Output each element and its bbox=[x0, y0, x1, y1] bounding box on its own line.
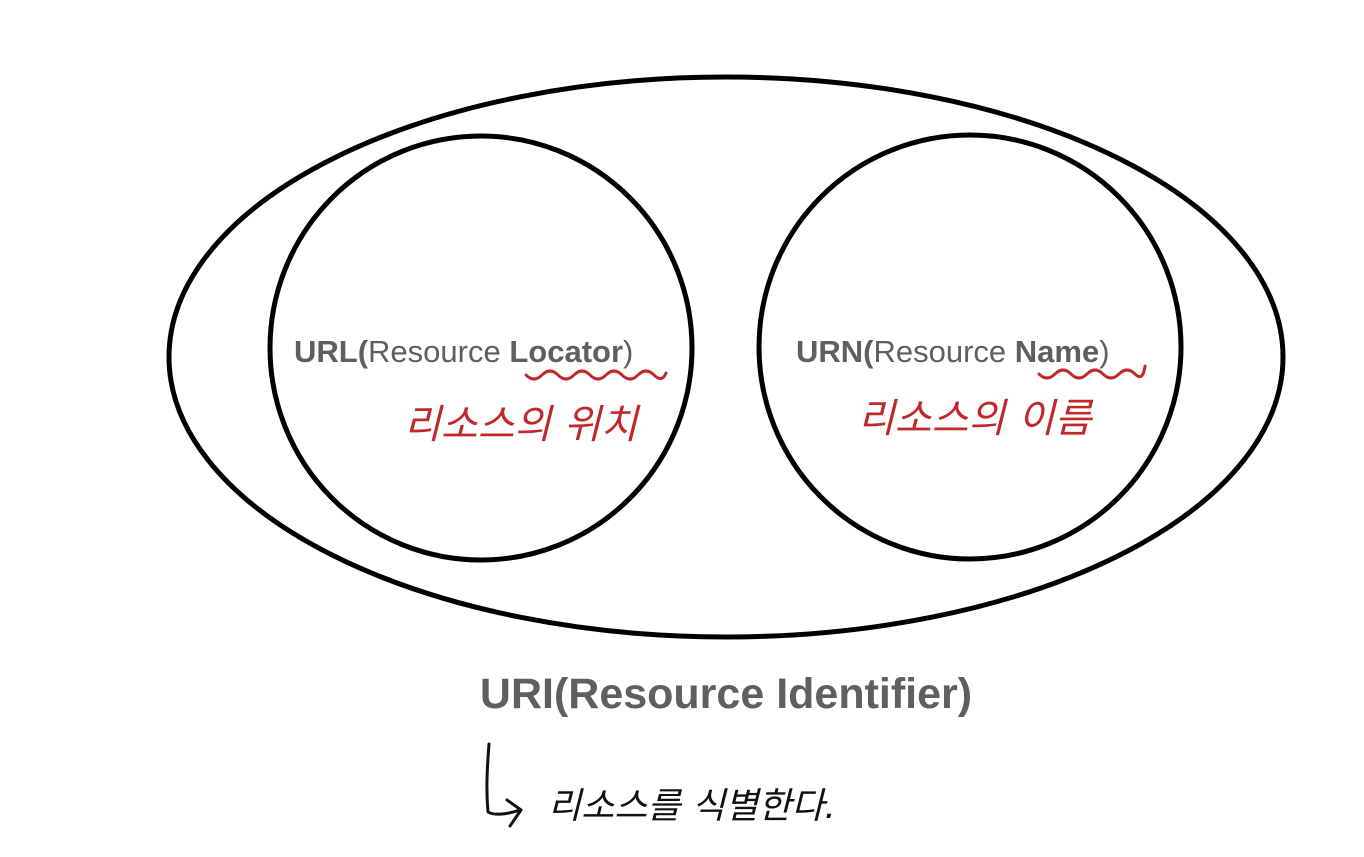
url-key-word: Locator bbox=[509, 334, 623, 369]
url-suffix: ) bbox=[623, 334, 633, 369]
urn-resource: Resource bbox=[874, 334, 1015, 369]
url-circle bbox=[267, 133, 695, 563]
uri-ellipse bbox=[166, 74, 1286, 640]
url-prefix: URL( bbox=[294, 334, 369, 369]
urn-circle bbox=[756, 132, 1184, 562]
urn-note: 리소스의 이름 bbox=[858, 396, 1094, 442]
handwritten-arrow bbox=[485, 742, 523, 828]
name-underline-squiggle bbox=[1037, 364, 1147, 380]
url-label: URL(Resource Locator) bbox=[294, 334, 633, 369]
urn-suffix: ) bbox=[1099, 334, 1109, 369]
uri-note: 리소스를 식별한다. bbox=[548, 786, 836, 827]
urn-label: URN(Resource Name) bbox=[796, 334, 1110, 369]
urn-key-word: Name bbox=[1015, 334, 1099, 369]
url-note: 리소스의 위치 bbox=[404, 402, 641, 448]
urn-prefix: URN( bbox=[796, 334, 874, 369]
url-resource: Resource bbox=[368, 334, 509, 369]
locator-underline-squiggle bbox=[524, 369, 668, 381]
uri-title: URI(Resource Identifier) bbox=[480, 670, 972, 718]
